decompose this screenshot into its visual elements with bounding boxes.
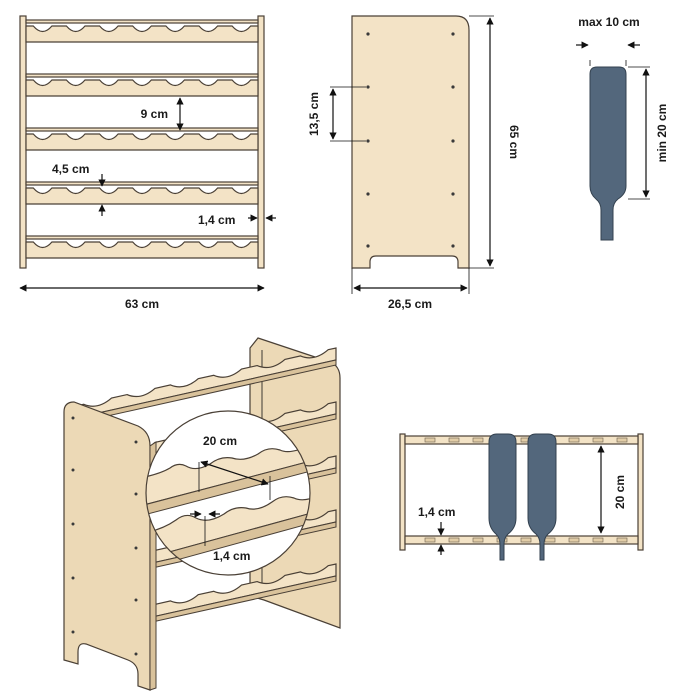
top-rail-slot bbox=[616, 437, 628, 443]
front-left-post bbox=[19, 15, 27, 269]
top-left-side bbox=[399, 433, 406, 551]
left-panel-holes bbox=[71, 416, 138, 656]
top-rail-slot bbox=[424, 437, 436, 443]
perspective-view: 20 cm 1,4 cm bbox=[63, 337, 341, 691]
top-rail-slot bbox=[472, 437, 484, 443]
top-rail-slot bbox=[448, 537, 460, 543]
top-thickness-label: 1,4 cm bbox=[418, 505, 455, 519]
persp-thickness-label: 1,4 cm bbox=[213, 549, 250, 563]
depth-label: 26,5 cm bbox=[388, 297, 432, 311]
front-shelf-rear-rail bbox=[25, 127, 259, 132]
perspective-shelf bbox=[75, 347, 337, 419]
bottle-icon-left bbox=[488, 433, 517, 561]
top-bottles bbox=[488, 433, 557, 561]
front-shelf-rear-rail bbox=[25, 19, 259, 24]
detail-magnifier: 20 cm 1,4 cm bbox=[145, 410, 311, 576]
left-side-panel bbox=[63, 401, 151, 691]
front-shelf bbox=[25, 79, 259, 97]
side-view: 13,5 cm 65 cm 26,5 cm bbox=[307, 15, 521, 311]
front-shelves bbox=[25, 19, 259, 259]
magnified-shelf-lower bbox=[146, 488, 310, 561]
front-shelf-rear-rail bbox=[25, 73, 259, 78]
shelf-gap-label: 9 cm bbox=[141, 107, 168, 121]
groove-label: 4,5 cm bbox=[52, 162, 89, 176]
top-rail-slot bbox=[448, 437, 460, 443]
top-rail-slot bbox=[616, 537, 628, 543]
side-panel bbox=[351, 15, 470, 269]
front-shelf bbox=[25, 133, 259, 151]
front-shelf bbox=[25, 241, 259, 259]
front-shelf-rear-rail bbox=[25, 235, 259, 240]
front-shelf bbox=[25, 187, 259, 205]
top-rail-slot bbox=[568, 537, 580, 543]
front-shelf bbox=[25, 25, 259, 43]
magnifier-outline bbox=[145, 410, 311, 576]
top-rail-slot bbox=[592, 537, 604, 543]
side-panel-holes bbox=[366, 32, 455, 248]
top-rails bbox=[404, 435, 639, 545]
top-rail-slot bbox=[544, 537, 556, 543]
front-thickness-label: 1,4 cm bbox=[198, 213, 235, 227]
top-rail-slot bbox=[424, 537, 436, 543]
min-length-label: min 20 cm bbox=[655, 104, 669, 163]
front-shelf-rear-rail bbox=[25, 181, 259, 186]
top-rail-slot bbox=[520, 537, 532, 543]
top-rail-slot bbox=[592, 437, 604, 443]
bottle-spec: max 10 cm min 20 cm bbox=[576, 15, 669, 241]
top-spacing-label: 20 cm bbox=[613, 475, 627, 509]
persp-spacing-label: 20 cm bbox=[203, 434, 237, 448]
persp-spacing-dimension bbox=[200, 460, 269, 486]
top-view: 20 cm 1,4 cm bbox=[399, 433, 644, 561]
hole-spacing-label: 13,5 cm bbox=[307, 92, 321, 136]
top-right-side bbox=[637, 433, 644, 551]
bottle-icon bbox=[589, 66, 627, 241]
height-label: 65 cm bbox=[507, 125, 521, 159]
max-diameter-label: max 10 cm bbox=[578, 15, 639, 29]
front-width-label: 63 cm bbox=[125, 297, 159, 311]
bottle-icon-right bbox=[527, 433, 557, 561]
front-right-post bbox=[257, 15, 265, 269]
top-rail-slot bbox=[568, 437, 580, 443]
front-view: 63 cm 9 cm 4,5 cm 1,4 cm bbox=[19, 15, 276, 311]
top-rail-slot bbox=[472, 537, 484, 543]
